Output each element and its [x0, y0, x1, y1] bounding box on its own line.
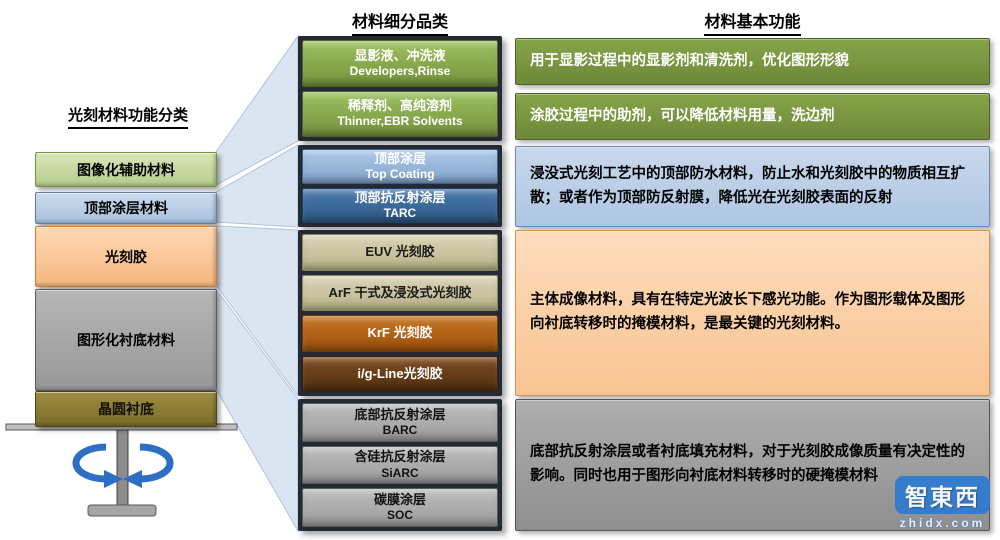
rotation-arrow-left — [72, 443, 107, 483]
function-text: 涂胶过程中的助剂，可以降低材料用量，洗边剂 — [530, 107, 835, 124]
heading-right-functions: 材料基本功能 — [515, 8, 990, 36]
spin-post — [116, 429, 129, 508]
heading-left-text: 光刻材料功能分类 — [67, 104, 188, 129]
rotation-arrow-right-head — [123, 470, 142, 488]
middle-item-euv-resist: EUV 光刻胶 — [302, 234, 498, 271]
middle-item-tarc: 顶部抗反射涂层 TARC — [302, 188, 498, 223]
item-label-en: Top Coating — [365, 167, 435, 182]
item-label-en: SiARC — [381, 465, 419, 480]
left-stack-item-patterned-substrate: 图形化衬底材料 — [35, 289, 217, 391]
item-label-en: Developers,Rinse — [349, 63, 451, 78]
function-text: 主体成像材料，具有在特定光波长下感光功能。作为图形载体及图形向衬底转移时的掩模材… — [530, 292, 965, 332]
heading-middle-categories: 材料细分品类 — [300, 8, 500, 36]
function-box-thinner: 涂胶过程中的助剂，可以降低材料用量，洗边剂 — [515, 93, 990, 140]
function-box-barc: 底部抗反射涂层或者衬底填充材料，对于光刻胶成像质量有决定性的影响。同时也用于图形… — [515, 399, 990, 531]
function-text: 浸没式光刻工艺中的顶部防水材料，防止水和光刻胶中的物质相互扩散；或者作为顶部防反… — [530, 165, 965, 206]
rotation-arrow-right — [139, 443, 174, 483]
left-stack-label: 顶部涂层材料 — [84, 200, 168, 216]
function-box-resist: 主体成像材料，具有在特定光波长下感光功能。作为图形载体及图形向衬底转移时的掩模材… — [515, 230, 990, 396]
left-stack-label: 图形化衬底材料 — [77, 332, 175, 348]
item-label-cn: 顶部涂层 — [373, 150, 426, 166]
middle-group-topcoat: 顶部涂层 Top Coating 顶部抗反射涂层 TARC — [298, 145, 502, 227]
middle-item-arf-resist: ArF 干式及浸没式光刻胶 — [302, 274, 498, 311]
heading-middle-text: 材料细分品类 — [351, 8, 448, 36]
item-label-en: BARC — [382, 422, 418, 437]
item-label-cn: ArF 干式及浸没式光刻胶 — [328, 284, 472, 300]
watermark-logo: 智東西 — [895, 476, 990, 514]
item-label-cn: 显影液、冲洗液 — [354, 47, 446, 63]
middle-item-thinner: 稀释剂、高纯溶剂 Thinner,EBR Solvents — [302, 90, 498, 137]
item-label-en: TARC — [383, 206, 417, 221]
item-label-cn: 底部抗反射涂层 — [354, 406, 446, 422]
left-stack-item-wafer-substrate: 晶圆衬底 — [35, 391, 217, 427]
middle-item-igline-resist: i/g-Line光刻胶 — [302, 355, 498, 392]
item-label-cn: KrF 光刻胶 — [367, 325, 433, 341]
function-box-topcoat: 浸没式光刻工艺中的顶部防水材料，防止水和光刻胶中的物质相互扩散；或者作为顶部防反… — [515, 146, 990, 227]
left-stack-item-photoresist: 光刻胶 — [35, 226, 217, 287]
heading-left-classification: 光刻材料功能分类 — [18, 104, 238, 129]
middle-item-krf-resist: KrF 光刻胶 — [302, 315, 498, 352]
watermark: 智東西 zhidx.com — [895, 476, 990, 530]
left-stack-label: 光刻胶 — [105, 248, 147, 265]
item-label-cn: 顶部抗反射涂层 — [354, 189, 446, 205]
left-stack-item-imaging-aux: 图像化辅助材料 — [35, 152, 217, 187]
middle-item-top-coating: 顶部涂层 Top Coating — [302, 149, 498, 184]
left-stack-item-top-coating: 顶部涂层材料 — [35, 192, 217, 224]
middle-item-siarc: 含硅抗反射涂层 SiARC — [302, 445, 498, 485]
function-text: 用于显影过程中的显影剂和清洗剂，优化图形形貌 — [530, 52, 849, 69]
middle-group-resist: EUV 光刻胶 ArF 干式及浸没式光刻胶 KrF 光刻胶 i/g-Line光刻… — [298, 230, 502, 396]
item-label-cn: EUV 光刻胶 — [365, 244, 435, 260]
rotation-arrow-left-head — [104, 470, 123, 488]
middle-item-barc: 底部抗反射涂层 BARC — [302, 403, 498, 442]
item-label-cn: i/g-Line光刻胶 — [357, 365, 443, 381]
item-label-en: SOC — [386, 508, 413, 523]
item-label-cn: 含硅抗反射涂层 — [354, 449, 446, 465]
spin-base — [87, 504, 157, 517]
heading-right-text: 材料基本功能 — [704, 8, 801, 36]
left-stack-label: 晶圆衬底 — [98, 401, 154, 417]
item-label-en: Thinner,EBR Solvents — [337, 114, 463, 129]
function-box-developers: 用于显影过程中的显影剂和清洗剂，优化图形形貌 — [515, 38, 990, 85]
item-label-cn: 稀释剂、高纯溶剂 — [347, 98, 452, 114]
left-stack-label: 图像化辅助材料 — [77, 161, 175, 178]
middle-group-aux: 显影液、冲洗液 Developers,Rinse 稀释剂、高纯溶剂 Thinne… — [298, 36, 502, 141]
watermark-domain: zhidx.com — [899, 516, 986, 530]
function-text: 底部抗反射涂层或者衬底填充材料，对于光刻胶成像质量有决定性的影响。同时也用于图形… — [530, 444, 965, 484]
middle-item-soc: 碳膜涂层 SOC — [302, 488, 498, 528]
item-label-cn: 碳膜涂层 — [373, 492, 426, 508]
middle-item-developers: 显影液、冲洗液 Developers,Rinse — [302, 40, 498, 87]
middle-group-barc: 底部抗反射涂层 BARC 含硅抗反射涂层 SiARC 碳膜涂层 SOC — [298, 399, 502, 531]
